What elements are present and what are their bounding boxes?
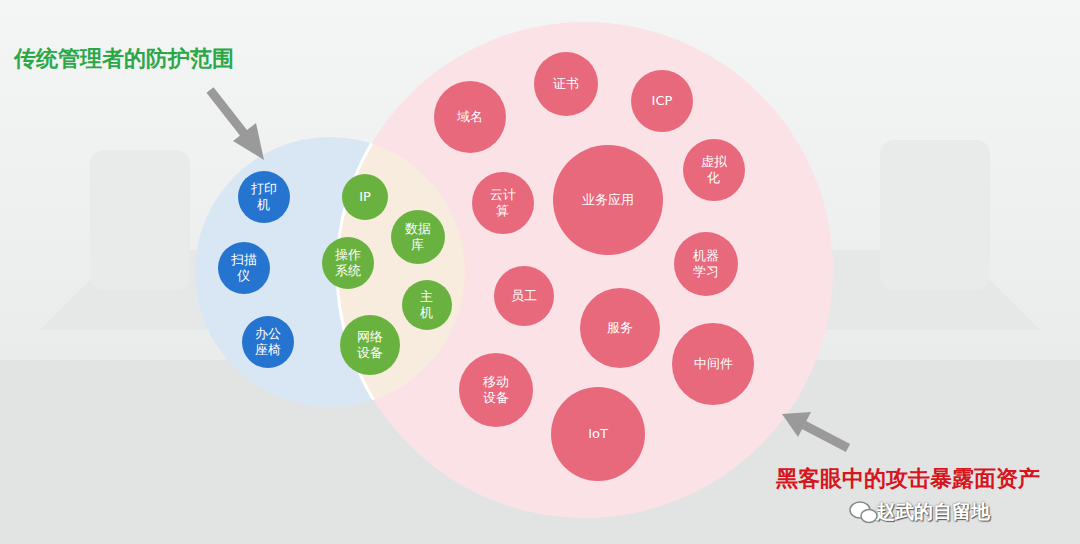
asset-circle: IoT <box>551 387 645 481</box>
asset-circle: 中间件 <box>672 323 754 405</box>
asset-name: 云计算 <box>489 187 516 218</box>
asset-name: IP <box>359 189 371 205</box>
asset-circle: 域名 <box>434 81 506 153</box>
asset-circle: ICP <box>631 70 693 132</box>
arrow-head <box>782 412 811 437</box>
callout-title: 黑客眼中的攻击暴露面资产 <box>776 464 1040 494</box>
circle-fill <box>551 387 645 481</box>
circle-fill <box>218 242 270 294</box>
asset-circle: 员工 <box>494 266 554 326</box>
asset-circle: 移动设备 <box>459 353 533 427</box>
circle-fill <box>322 237 374 289</box>
overlap-region <box>337 22 833 518</box>
asset-name: 虚拟化 <box>700 154 727 185</box>
circle-fill <box>631 70 693 132</box>
callout-arrow <box>804 425 848 448</box>
asset-circle: 操作系统 <box>322 237 374 289</box>
asset-circle: 扫描仪 <box>218 242 270 294</box>
circle-fill <box>494 266 554 326</box>
circle-fill <box>674 232 738 296</box>
faded-chair <box>90 150 190 290</box>
asset-name: 员工 <box>511 288 537 304</box>
asset-name: 中间件 <box>694 356 733 372</box>
asset-circle: 服务 <box>580 288 660 368</box>
circle-fill <box>472 172 534 234</box>
circle-fill <box>242 316 294 368</box>
asset-name: 移动设备 <box>482 374 509 405</box>
circle-fill <box>340 315 400 375</box>
watermark: 赵武的自留地 <box>876 499 990 525</box>
arrow-head <box>233 123 264 160</box>
circle-fill <box>434 81 506 153</box>
asset-name: 证书 <box>553 76 579 92</box>
asset-name: 扫描仪 <box>230 252 257 283</box>
asset-name: ICP <box>652 93 673 109</box>
callout-arrow <box>210 90 246 136</box>
asset-circle: 主机 <box>402 280 452 330</box>
asset-name: 网络设备 <box>356 329 383 360</box>
asset-name: 服务 <box>607 320 633 336</box>
asset-name: 域名 <box>457 109 483 125</box>
circle-fill <box>672 323 754 405</box>
asset-name: 业务应用 <box>582 192 634 208</box>
asset-circle: 证书 <box>534 52 598 116</box>
overlap-border <box>337 22 833 518</box>
asset-name: IoT <box>588 426 608 442</box>
asset-name: 打印机 <box>250 181 277 212</box>
asset-name: 机器学习 <box>692 248 719 279</box>
circle-fill <box>238 171 290 223</box>
asset-circle: 网络设备 <box>340 315 400 375</box>
asset-name: 主机 <box>420 289 434 320</box>
asset-circle: 机器学习 <box>674 232 738 296</box>
wechat-icon <box>850 502 877 523</box>
asset-name: 办公座椅 <box>254 326 281 357</box>
circle-fill <box>391 210 445 264</box>
circle-fill <box>580 288 660 368</box>
circle-fill <box>402 280 452 330</box>
asset-circle: 虚拟化 <box>683 139 745 201</box>
circle-fill <box>459 353 533 427</box>
circle-fill <box>553 145 663 255</box>
faded-chair <box>880 140 990 290</box>
circle-fill <box>534 52 598 116</box>
circle-fill <box>683 139 745 201</box>
asset-circle: 数据库 <box>391 210 445 264</box>
asset-name: 数据库 <box>404 221 431 252</box>
asset-circle: 办公座椅 <box>242 316 294 368</box>
asset-circle: 云计算 <box>472 172 534 234</box>
callout-title: 传统管理者的防护范围 <box>14 44 234 74</box>
asset-name: 操作系统 <box>334 247 361 278</box>
asset-circle: IP <box>342 174 388 220</box>
asset-circle: 打印机 <box>238 171 290 223</box>
exposure-region <box>337 22 833 518</box>
circle-fill <box>342 174 388 220</box>
asset-circle: 业务应用 <box>553 145 663 255</box>
